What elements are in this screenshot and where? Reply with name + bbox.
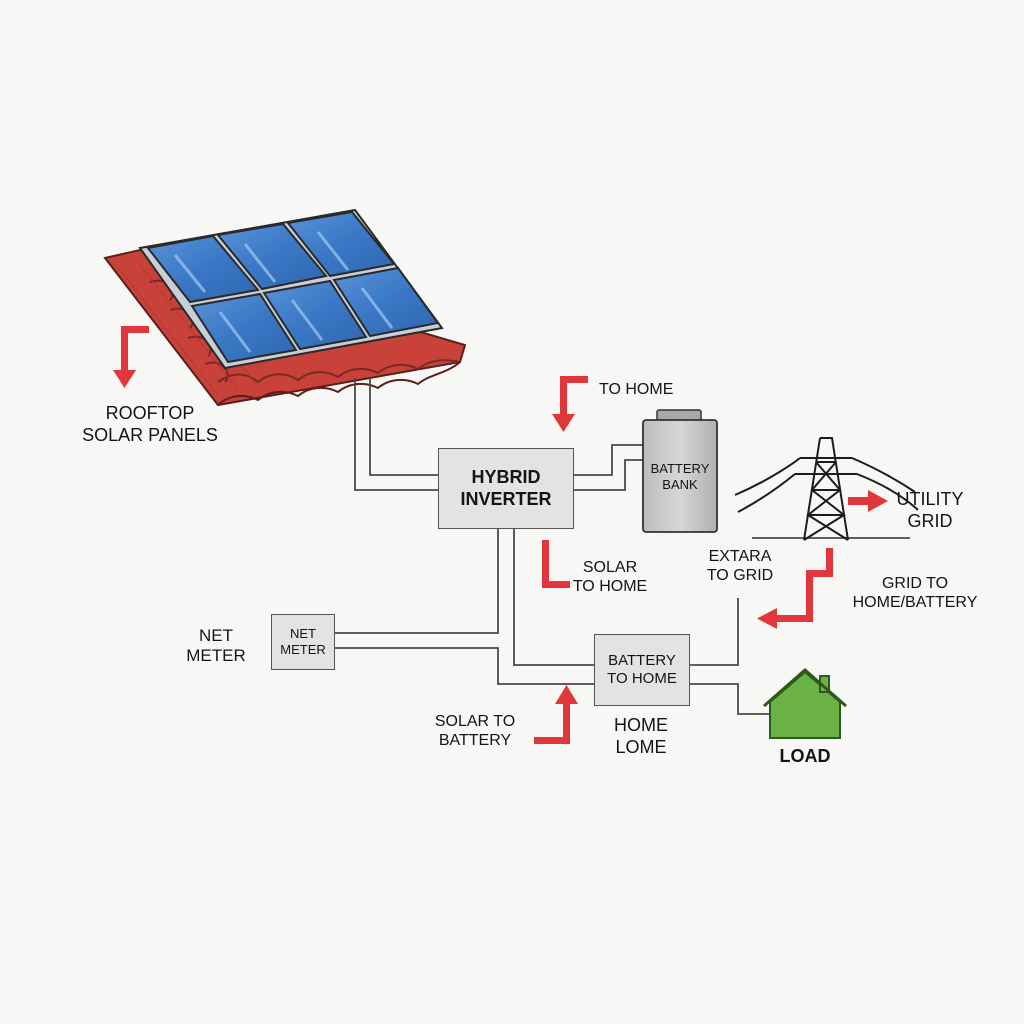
solar-panel bbox=[216, 222, 328, 291]
solar-to-battery-label-2: BATTERY bbox=[438, 732, 512, 750]
hybrid-inverter-label-2: INVERTER bbox=[460, 488, 552, 509]
grid-to-home-label-2: HOME/BATTERY bbox=[852, 594, 978, 612]
solar-panel bbox=[190, 292, 298, 364]
net-meter-box-label-1: NET bbox=[290, 626, 316, 642]
grid-to-home-battery-label: GRID TO HOME/BATTERY bbox=[840, 574, 990, 612]
solar-panel bbox=[332, 266, 440, 338]
grid-to-home-label-1: GRID TO bbox=[881, 575, 949, 592]
arrow-solar-to-battery bbox=[534, 685, 578, 744]
hybrid-inverter-box: HYBRID INVERTER bbox=[438, 448, 574, 529]
solar-to-home-label: SOLAR TO HOME bbox=[560, 558, 660, 596]
battery-bank-icon bbox=[642, 409, 718, 533]
home-label-1: HOME bbox=[614, 715, 668, 735]
rooftop-label-1: ROOFTOP bbox=[105, 403, 195, 423]
net-meter-box-label-2: METER bbox=[280, 642, 326, 657]
net-meter-label: NET METER bbox=[176, 626, 256, 667]
to-home-text: TO HOME bbox=[599, 381, 674, 398]
extra-to-grid-label-2: TO GRID bbox=[706, 567, 774, 585]
extra-to-grid-label: EXTARA TO GRID bbox=[690, 547, 790, 585]
home-label-2: LOME bbox=[615, 736, 667, 757]
arrow-solar-to-home bbox=[542, 540, 570, 588]
arrow-grid-to-home-battery bbox=[757, 548, 833, 629]
solar-panel bbox=[262, 279, 368, 351]
solar-to-home-label-2: TO HOME bbox=[572, 578, 648, 596]
load-text: LOAD bbox=[779, 746, 831, 766]
transmission-tower-icon bbox=[734, 437, 919, 541]
battery-bank-label: BATTERY BANK bbox=[643, 461, 717, 492]
net-meter-label-1: NET bbox=[199, 626, 233, 645]
net-meter-box: NET METER bbox=[271, 614, 335, 670]
battery-to-home-label-1: BATTERY bbox=[608, 652, 676, 669]
solar-panel bbox=[286, 210, 396, 278]
hybrid-inverter-label-1: HYBRID bbox=[471, 466, 541, 487]
battery-to-home-box: BATTERY TO HOME bbox=[594, 634, 690, 706]
battery-bank-label-1: BATTERY bbox=[650, 461, 710, 476]
home-label: HOME LOME bbox=[586, 715, 696, 758]
load-label: LOAD bbox=[760, 746, 850, 768]
to-home-label: TO HOME bbox=[599, 380, 673, 399]
battery-to-home-label-2: TO HOME bbox=[607, 670, 677, 687]
solar-to-battery-label-1: SOLAR TO bbox=[434, 713, 516, 730]
solar-to-battery-label: SOLAR TO BATTERY bbox=[420, 712, 530, 750]
arrow-rooftop-down bbox=[113, 326, 149, 388]
solar-to-home-label-1: SOLAR bbox=[582, 559, 638, 576]
arrow-utility-grid bbox=[848, 490, 888, 512]
rooftop-solar-panels-label: ROOFTOP SOLAR PANELS bbox=[60, 403, 240, 446]
solar-panel-array bbox=[138, 208, 444, 370]
rooftop-label-2: SOLAR PANELS bbox=[82, 424, 218, 445]
extra-to-grid-label-1: EXTARA bbox=[708, 548, 772, 565]
battery-bank-label-2: BANK bbox=[662, 476, 698, 492]
utility-grid-label: UTILITY GRID bbox=[880, 489, 980, 532]
wiring bbox=[335, 378, 910, 715]
flow-arrows bbox=[113, 326, 888, 744]
solar-panel bbox=[146, 234, 260, 304]
net-meter-label-2: METER bbox=[186, 646, 246, 666]
utility-grid-label-1: UTILITY bbox=[896, 489, 964, 509]
utility-grid-label-2: GRID bbox=[907, 510, 953, 531]
arrow-to-home bbox=[552, 376, 588, 432]
house-icon bbox=[763, 668, 847, 739]
